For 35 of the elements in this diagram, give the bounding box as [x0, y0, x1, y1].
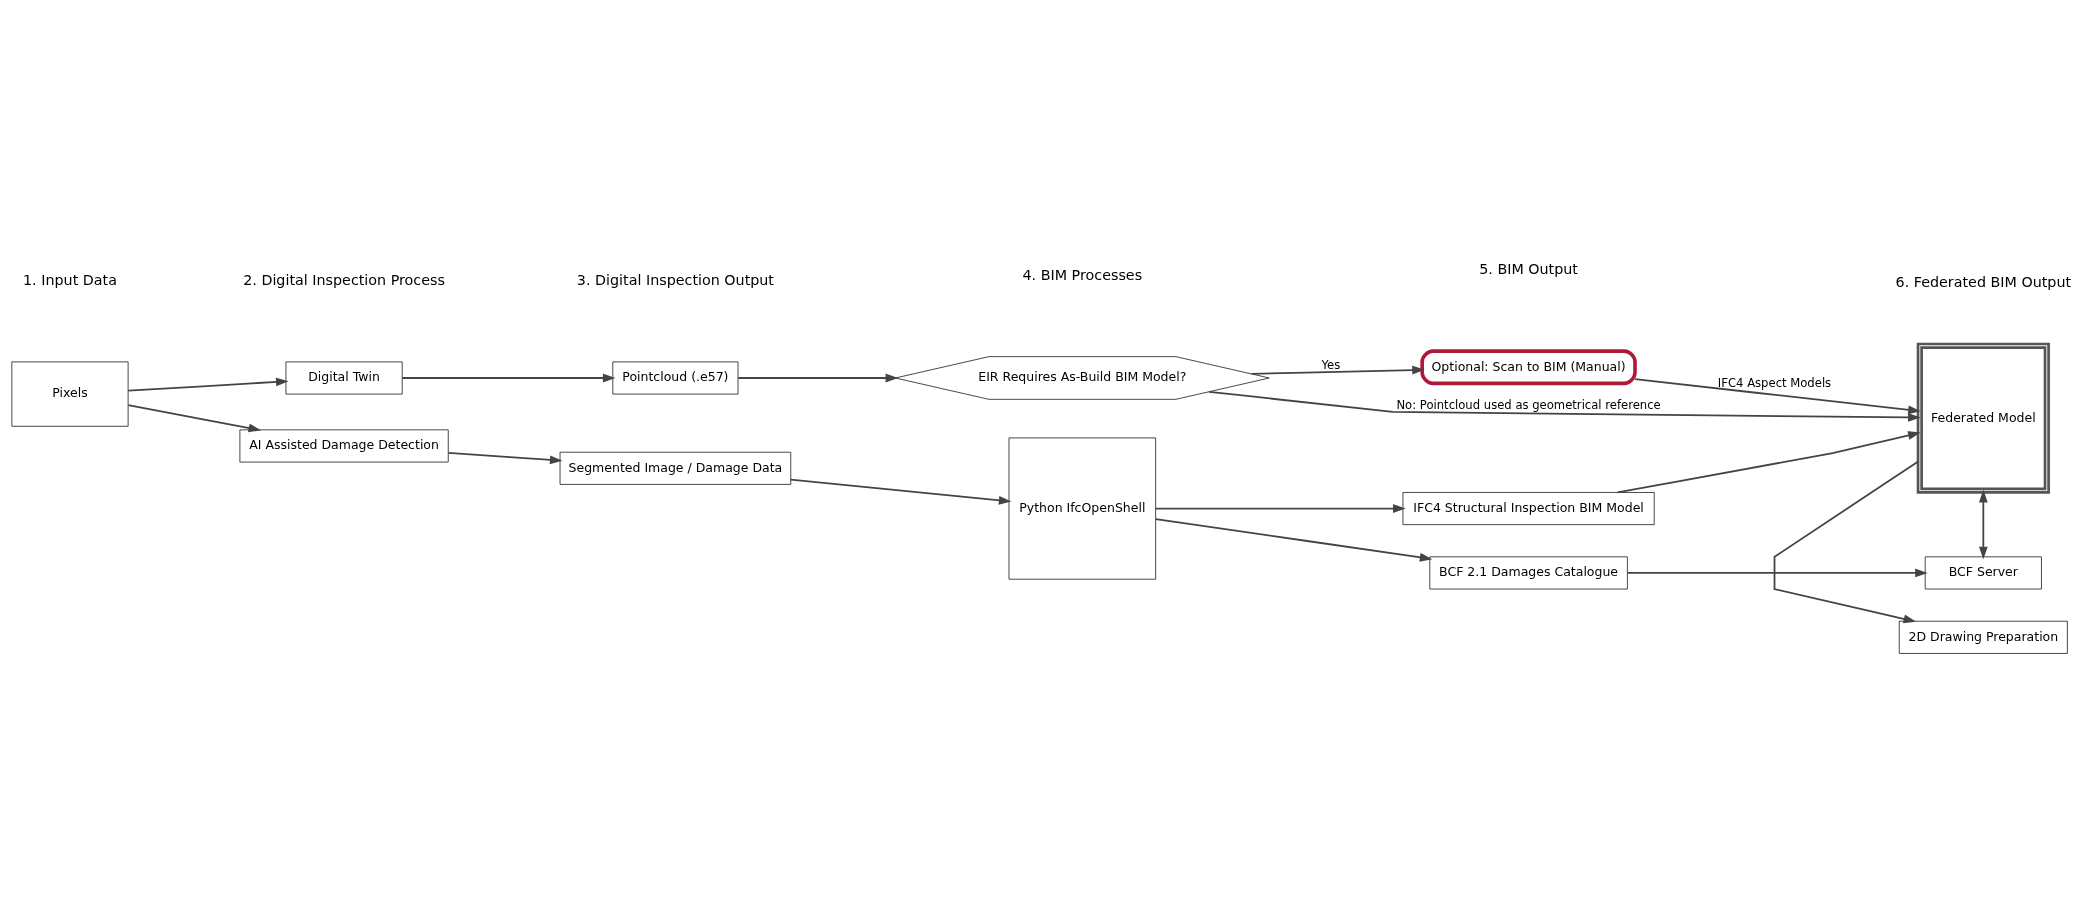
arrow — [789, 478, 1012, 505]
arrow — [1616, 431, 1921, 494]
node-box: BCF Server — [1924, 556, 2042, 590]
node-box: Python IfcOpenShell — [1008, 437, 1157, 580]
node-box: AI Assisted Damage Detection — [239, 429, 449, 463]
label: 5. BIM Output — [1479, 261, 1578, 278]
arrow — [737, 373, 899, 383]
label: 2. Digital Inspection Process — [243, 271, 445, 288]
arrow — [1208, 390, 1921, 422]
arrow — [447, 452, 563, 465]
node-box: Segmented Image / Damage Data — [559, 451, 792, 485]
node-box: Pointcloud (.e57) — [612, 361, 739, 395]
node-box: 2D Drawing Preparation — [1898, 620, 2068, 654]
node-box: Optional: Scan to BIM (Manual) — [1420, 349, 1637, 386]
label: 1. Input Data — [23, 271, 117, 288]
arrow — [127, 377, 289, 392]
node-box: BCF 2.1 Damages Catalogue — [1429, 556, 1628, 590]
arrow — [1773, 460, 1919, 624]
arrow — [1634, 378, 1921, 415]
arrow — [401, 373, 616, 383]
edge-label: No: Pointcloud used as geometrical reference — [1396, 397, 1661, 412]
label: 4. BIM Processes — [1022, 267, 1143, 284]
node-box: IFC4 Structural Inspection BIM Model — [1402, 492, 1655, 526]
node-box: Digital Twin — [285, 361, 403, 395]
arrow — [1978, 489, 1988, 560]
label: 6. Federated BIM Output — [1895, 273, 2072, 290]
label: 3. Digital Inspection Output — [576, 271, 774, 288]
arrow — [127, 404, 262, 433]
arrow — [1626, 568, 1928, 578]
edge-label: IFC4 Aspect Models — [1717, 376, 1832, 391]
arrow — [1250, 365, 1425, 375]
arrow — [1154, 518, 1433, 562]
edge-label: Yes — [1321, 358, 1341, 373]
arrow — [1154, 504, 1406, 513]
node-box: Pixels — [11, 361, 129, 427]
